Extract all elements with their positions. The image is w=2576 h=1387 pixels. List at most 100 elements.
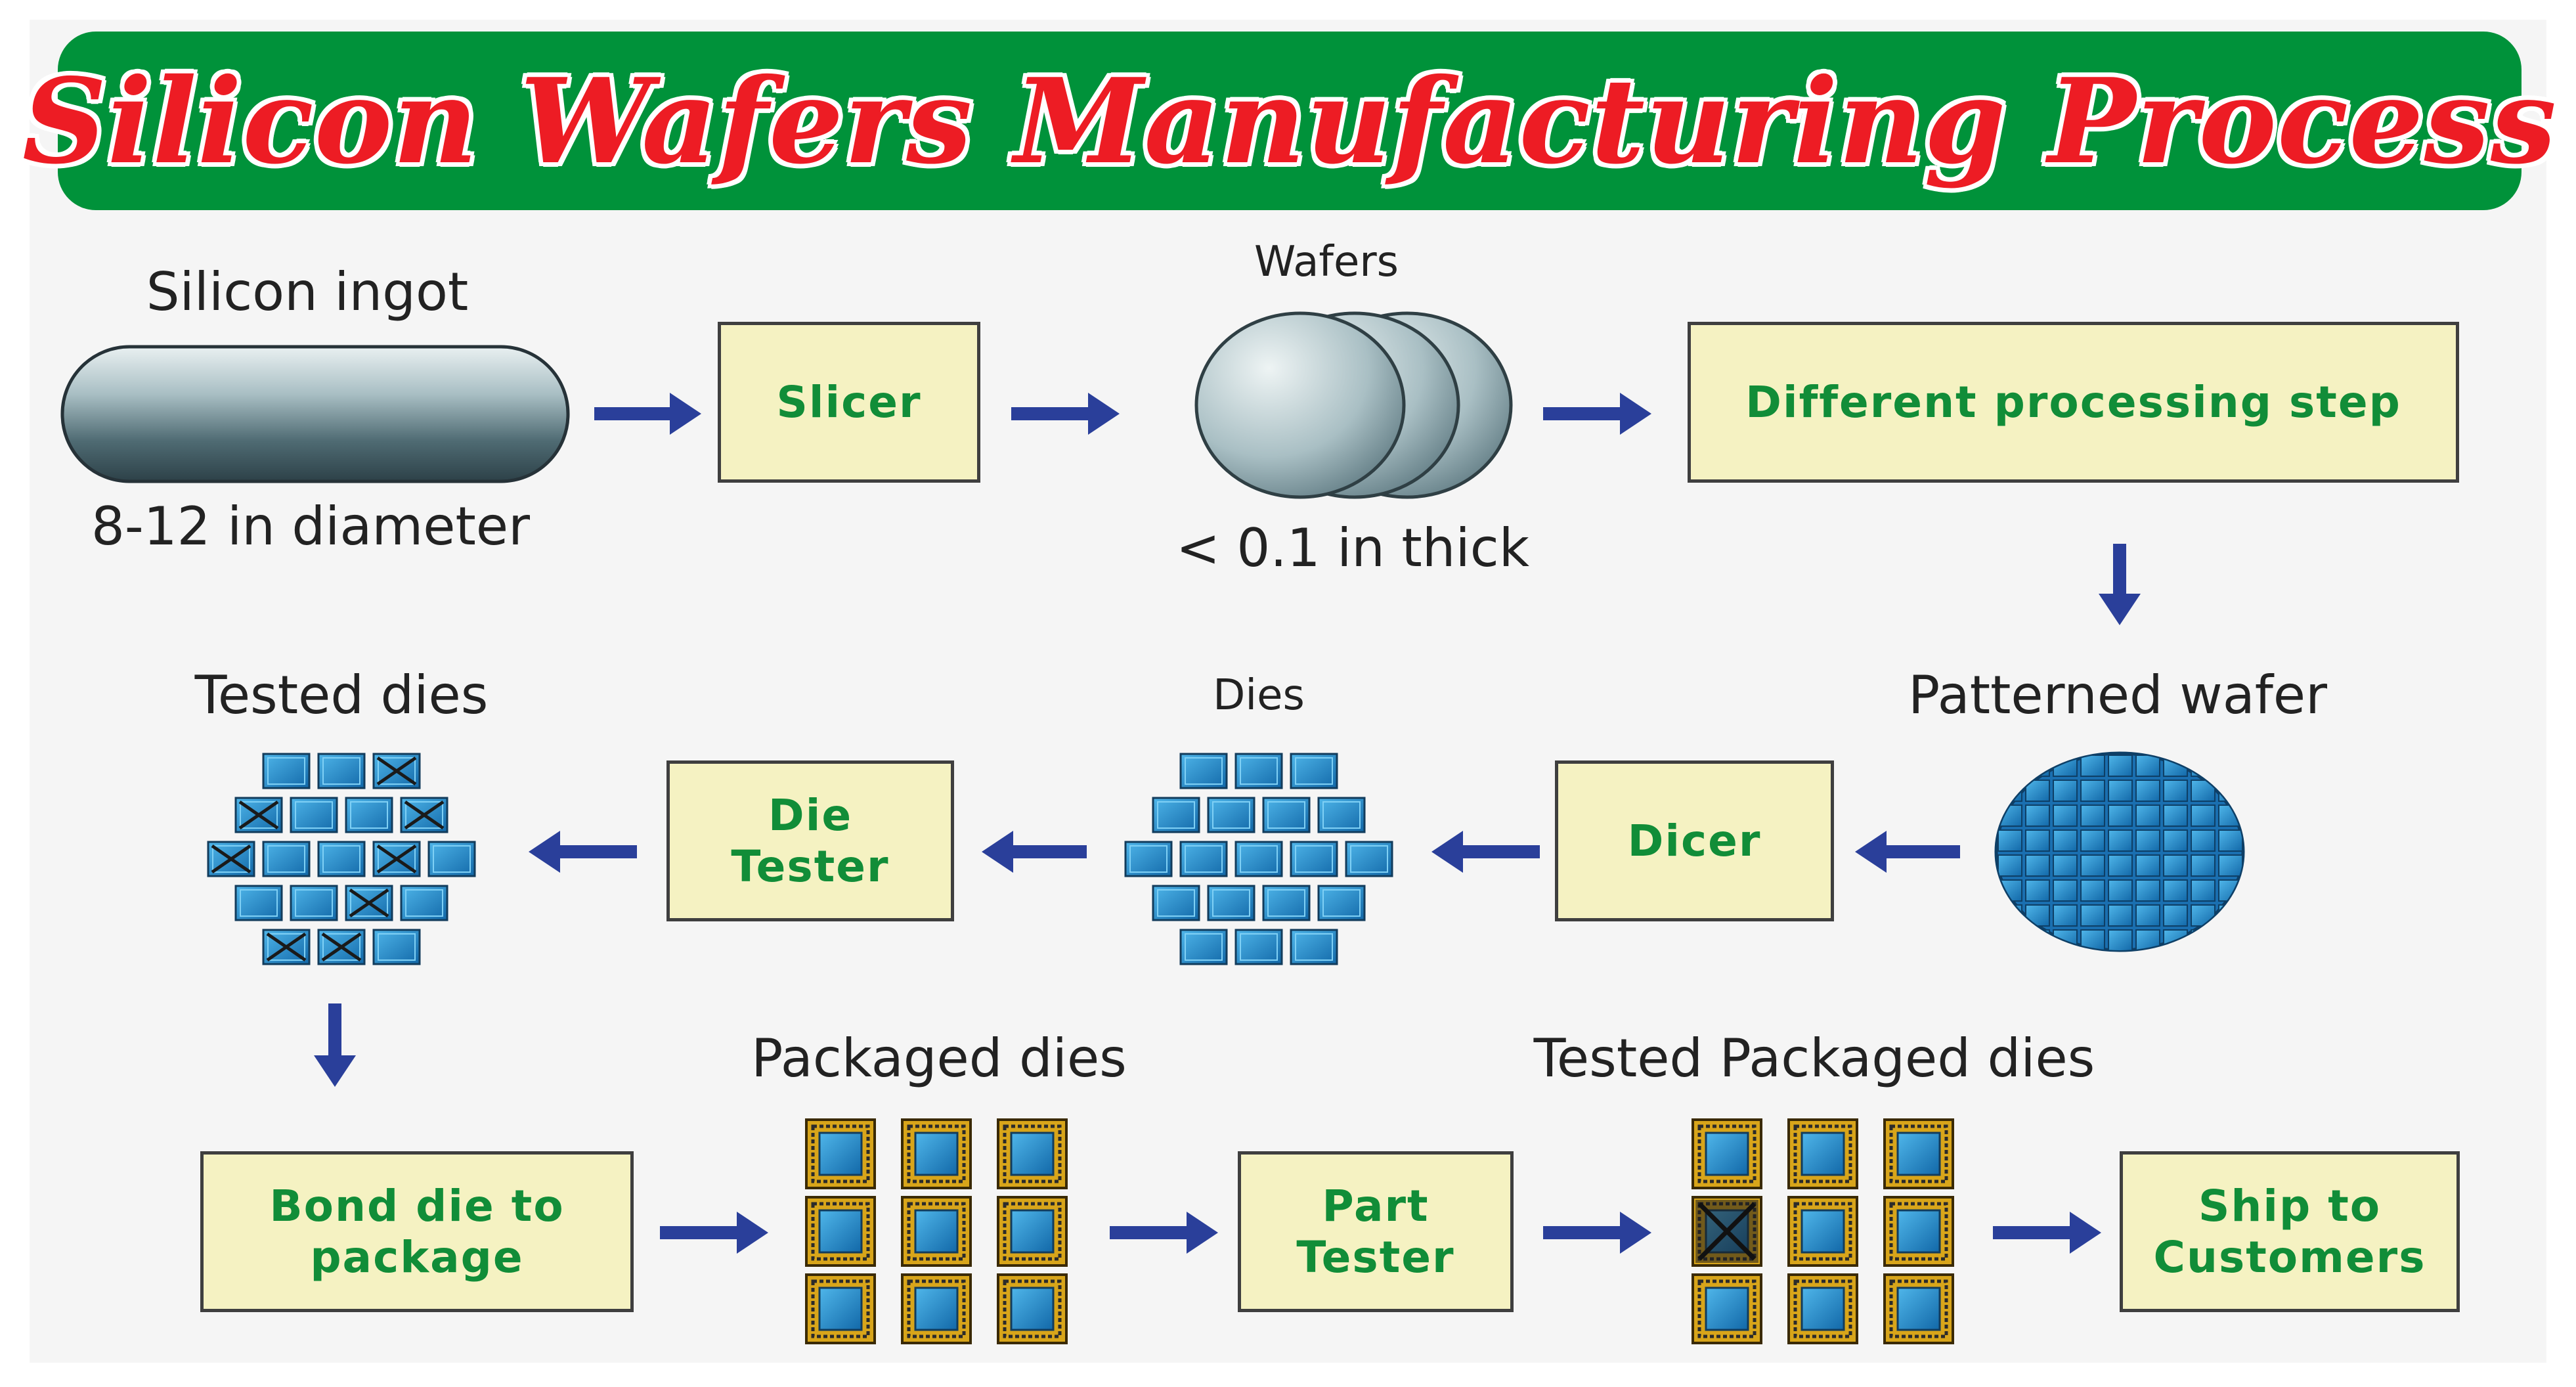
ship-to-customers-label: Ship to Customers [2153,1180,2426,1283]
die-tester-box: Die Tester [666,760,954,921]
failed-packaged-die [1692,1196,1762,1267]
die-grid-icon [1124,753,1393,965]
packaged-die [901,1196,972,1267]
flow-arrow-icon [1993,1212,2101,1254]
flow-arrow-icon [660,1212,768,1254]
dicer-label: Dicer [1627,815,1762,866]
tested-packaged-dies-caption: Tested Packaged dies [1533,1028,2095,1089]
flow-arrow-icon [1543,1212,1651,1254]
patterned-wafer-icon [1994,751,2245,952]
tested-die-grid-icon [207,753,476,965]
packaged-die [1787,1273,1858,1344]
failed-die [345,885,393,921]
die [372,929,421,965]
failed-die [372,753,421,789]
flow-arrow-icon [1110,1212,1218,1254]
packaged-die [1787,1196,1858,1267]
die [1179,753,1228,789]
die [1290,929,1338,965]
failed-die [234,797,283,833]
die [1207,885,1255,921]
diagram-background [30,20,2546,1363]
die [345,797,393,833]
die [317,753,366,789]
failed-die [317,929,366,965]
title-banner: Silicon Wafers Manufacturing Process [22,32,2556,210]
tested-packaged-die-grid-icon [1692,1118,1954,1344]
packaged-die [1692,1273,1762,1344]
die [1179,841,1228,877]
die [400,885,448,921]
bond-die-box: Bond die to package [200,1151,634,1312]
flow-arrow-icon [1431,831,1540,873]
die [1179,929,1228,965]
flow-arrows [314,393,2141,1254]
flow-arrow-icon [314,1003,356,1087]
die [1317,885,1366,921]
silicon-ingot-caption: Silicon ingot [146,261,469,322]
die [317,841,366,877]
packaged-die [901,1273,972,1344]
flow-arrow-icon [1543,393,1651,435]
diagram-title: Silicon Wafers Manufacturing Process [22,52,2558,190]
wafers-caption: Wafers [1254,238,1399,286]
packaged-dies-caption: Packaged dies [751,1028,1127,1089]
die-tester-label: Die Tester [731,789,890,892]
die [1262,797,1311,833]
ship-to-customers-box: Ship to Customers [2120,1151,2460,1312]
packaged-die [805,1196,876,1267]
silicon-ingot-icon [60,345,570,483]
failed-die [372,841,421,877]
flow-arrow-icon [2099,544,2141,625]
die [1234,929,1283,965]
processing-step-label: Different processing step [1745,376,2401,428]
packaged-die [1883,1273,1954,1344]
slicer-box: Slicer [718,322,980,483]
flow-arrow-icon [594,393,701,435]
failed-die [400,797,448,833]
packaged-die [1692,1118,1762,1189]
packaged-die [1883,1118,1954,1189]
die [1345,841,1393,877]
wafer-thickness-caption: < 0.1 in thick [1175,517,1530,579]
die [290,885,338,921]
die [427,841,476,877]
die [1262,885,1311,921]
packaged-die [1787,1118,1858,1189]
dicer-box: Dicer [1555,760,1834,921]
die [262,753,311,789]
packaged-die-grid-icon [805,1118,1068,1344]
die [1290,753,1338,789]
ingot-diameter-caption: 8-12 in diameter [91,496,531,557]
packaged-die [901,1118,972,1189]
patterned-wafer-caption: Patterned wafer [1908,665,2327,726]
part-tester-box: Part Tester [1238,1151,1514,1312]
die [262,841,311,877]
failed-die [207,841,255,877]
tested-dies-caption: Tested dies [194,665,489,726]
part-tester-label: Part Tester [1296,1180,1455,1283]
packaged-die [805,1273,876,1344]
packaged-die [805,1118,876,1189]
die [1152,797,1200,833]
slicer-label: Slicer [776,376,922,428]
packaged-die [997,1196,1068,1267]
die [1290,841,1338,877]
die [1234,753,1283,789]
die [1207,797,1255,833]
failed-die [262,929,311,965]
wafer-stack-icon [1194,311,1513,499]
dies-caption: Dies [1213,671,1305,720]
bond-die-label: Bond die to package [269,1180,565,1283]
die [1317,797,1366,833]
packaged-die [997,1118,1068,1189]
die [234,885,283,921]
flow-arrow-icon [1011,393,1120,435]
processing-step-box: Different processing step [1688,322,2459,483]
die [290,797,338,833]
flow-arrow-icon [982,831,1087,873]
flow-arrow-icon [1855,831,1960,873]
die [1152,885,1200,921]
